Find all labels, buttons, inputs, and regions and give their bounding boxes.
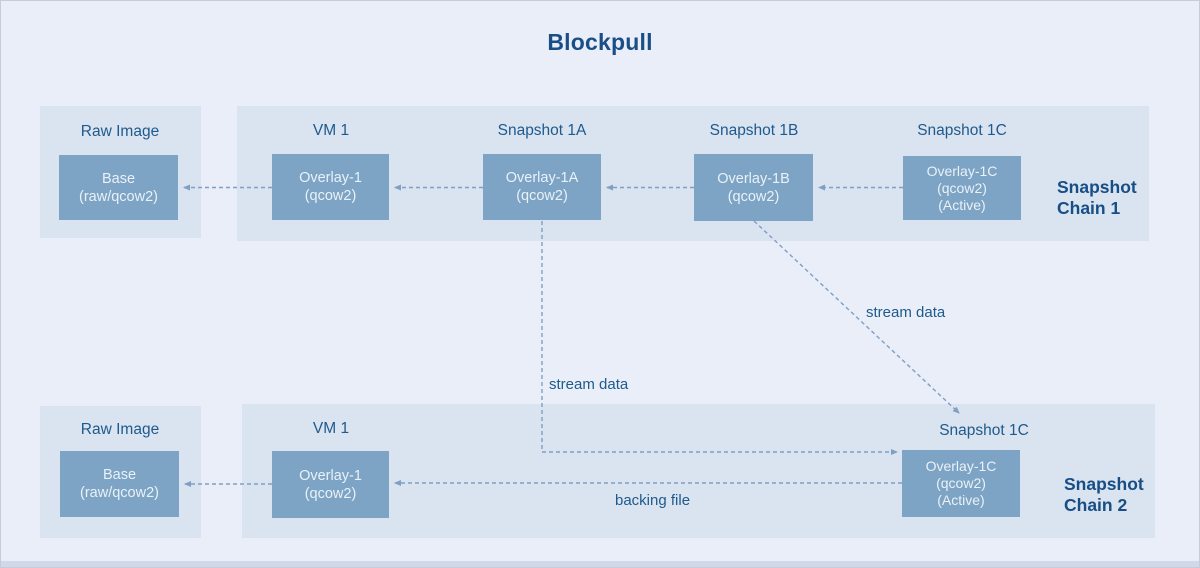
overlay-1c-node-top: Overlay-1C (qcow2) (Active) xyxy=(903,156,1021,220)
overlay-1a-name: Overlay-1A xyxy=(505,170,579,186)
base-node-bottom-name: Base xyxy=(102,467,137,483)
snapshot-1c-label-bottom: Snapshot 1C xyxy=(939,422,1029,439)
overlay-1c-top-format: (qcow2) xyxy=(937,179,987,196)
base-node-top: Base (raw/qcow2) xyxy=(59,155,178,220)
window-bottom-edge xyxy=(1,561,1199,567)
snapshot-1b-label: Snapshot 1B xyxy=(709,122,799,139)
snapshot-chain-2-label: Snapshot Chain 2 xyxy=(1064,474,1144,515)
vm1-label-top: VM 1 xyxy=(312,122,350,139)
overlay-1c-bottom-format: (qcow2) xyxy=(936,475,986,491)
overlay-1b-format: (qcow2) xyxy=(727,188,780,205)
stream-data-label-diagonal: stream data xyxy=(866,304,946,321)
vm1-label-bottom: VM 1 xyxy=(312,420,350,437)
overlay-1-node-bottom: Overlay-1 (qcow2) xyxy=(272,451,389,518)
stream-data-label-vertical: stream data xyxy=(549,376,629,393)
overlay-1c-top-state: (Active) xyxy=(938,196,986,213)
page-title: Blockpull xyxy=(547,29,653,55)
base-node-bottom-format: (raw/qcow2) xyxy=(80,485,159,501)
overlay-1-bottom-name: Overlay-1 xyxy=(299,467,362,484)
snapshot-chain-1-label: Snapshot Chain 1 xyxy=(1057,177,1137,218)
overlay-1-top-format: (qcow2) xyxy=(304,188,357,204)
backing-file-label: backing file xyxy=(615,492,691,509)
overlay-1c-node-bottom: Overlay-1C (qcow2) (Active) xyxy=(902,450,1020,517)
overlay-1-top-name: Overlay-1 xyxy=(299,170,362,186)
overlay-1a-node: Overlay-1A (qcow2) xyxy=(483,154,601,220)
snapshot-1c-label-top: Snapshot 1C xyxy=(917,122,1007,139)
overlay-1a-format: (qcow2) xyxy=(516,188,568,204)
raw-image-label-top: Raw Image xyxy=(80,123,160,140)
overlay-1c-bottom-state: (Active) xyxy=(937,492,985,508)
base-node-bottom: Base (raw/qcow2) xyxy=(60,451,179,517)
snapshot-1a-label: Snapshot 1A xyxy=(497,122,587,139)
base-node-top-name: Base xyxy=(101,170,136,187)
raw-image-label-bottom: Raw Image xyxy=(80,421,160,438)
overlay-1c-top-name: Overlay-1C xyxy=(926,162,998,179)
overlay-1-node-top: Overlay-1 (qcow2) xyxy=(272,154,389,220)
overlay-1b-node: Overlay-1B (qcow2) xyxy=(694,154,813,221)
overlay-1b-name: Overlay-1B xyxy=(717,170,790,187)
overlay-1-bottom-format: (qcow2) xyxy=(304,485,357,502)
base-node-top-format: (raw/qcow2) xyxy=(79,188,158,205)
overlay-1c-bottom-name: Overlay-1C xyxy=(925,458,997,474)
